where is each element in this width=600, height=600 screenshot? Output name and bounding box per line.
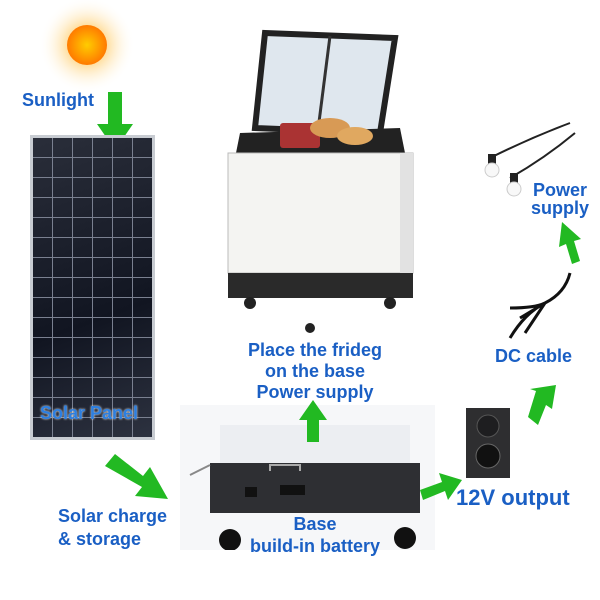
power-supply-label-1: Power <box>532 180 588 200</box>
arrow-diagonal-up-icon <box>528 385 556 425</box>
sun-icon <box>39 0 135 93</box>
arrow-up-icon <box>299 400 327 442</box>
dc-cable-label: DC cable <box>495 346 573 366</box>
solar-panel-image <box>30 135 155 440</box>
12v-output-label: 12V output <box>456 485 570 510</box>
sunlight-label: Sunlight <box>22 90 94 110</box>
fridge-label-3: Power supply <box>256 382 374 402</box>
arrow-diagonal-up-icon <box>420 473 462 500</box>
solar-charge-label-1: Solar charge <box>58 506 168 526</box>
dc-cable-image <box>508 272 572 339</box>
base-label-1: Base <box>293 514 337 534</box>
arrow-up-icon <box>559 222 581 264</box>
power-supply-label-2: supply <box>530 198 589 218</box>
light-bulbs-image <box>484 122 576 197</box>
fridge-label-2: on the base <box>264 361 366 381</box>
chest-freezer-image <box>227 29 414 333</box>
solar-panel-label: Solar Panel <box>40 403 139 423</box>
base-label-2: build-in battery <box>250 536 380 556</box>
arrow-diagonal-icon <box>105 454 168 499</box>
fridge-label-1: Place the frideg <box>247 340 383 360</box>
12v-outlet-image <box>466 408 510 478</box>
solar-charge-label-2: & storage <box>58 529 142 549</box>
